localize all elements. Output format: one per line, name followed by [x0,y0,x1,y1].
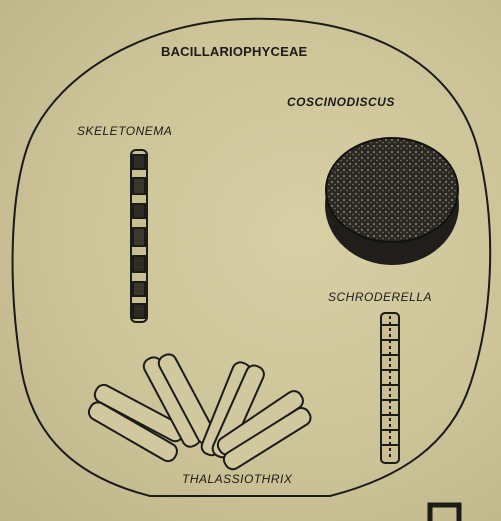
diagram-title: BACILLARIOPHYCEAE [161,44,307,59]
coscinodiscus-label: COSCINODISCUS [287,95,395,109]
schroderella-drawing [381,313,399,463]
corner-mark [430,505,459,521]
schroderella-label: SCHRODERELLA [328,290,432,304]
skeletonema-label: SKELETONEMA [77,124,172,138]
coscinodiscus-drawing [325,138,459,265]
skeletonema-drawing [131,150,147,322]
thalassiothrix-label: THALASSIOTHRIX [182,472,292,486]
thalassiothrix-drawing [86,352,314,473]
